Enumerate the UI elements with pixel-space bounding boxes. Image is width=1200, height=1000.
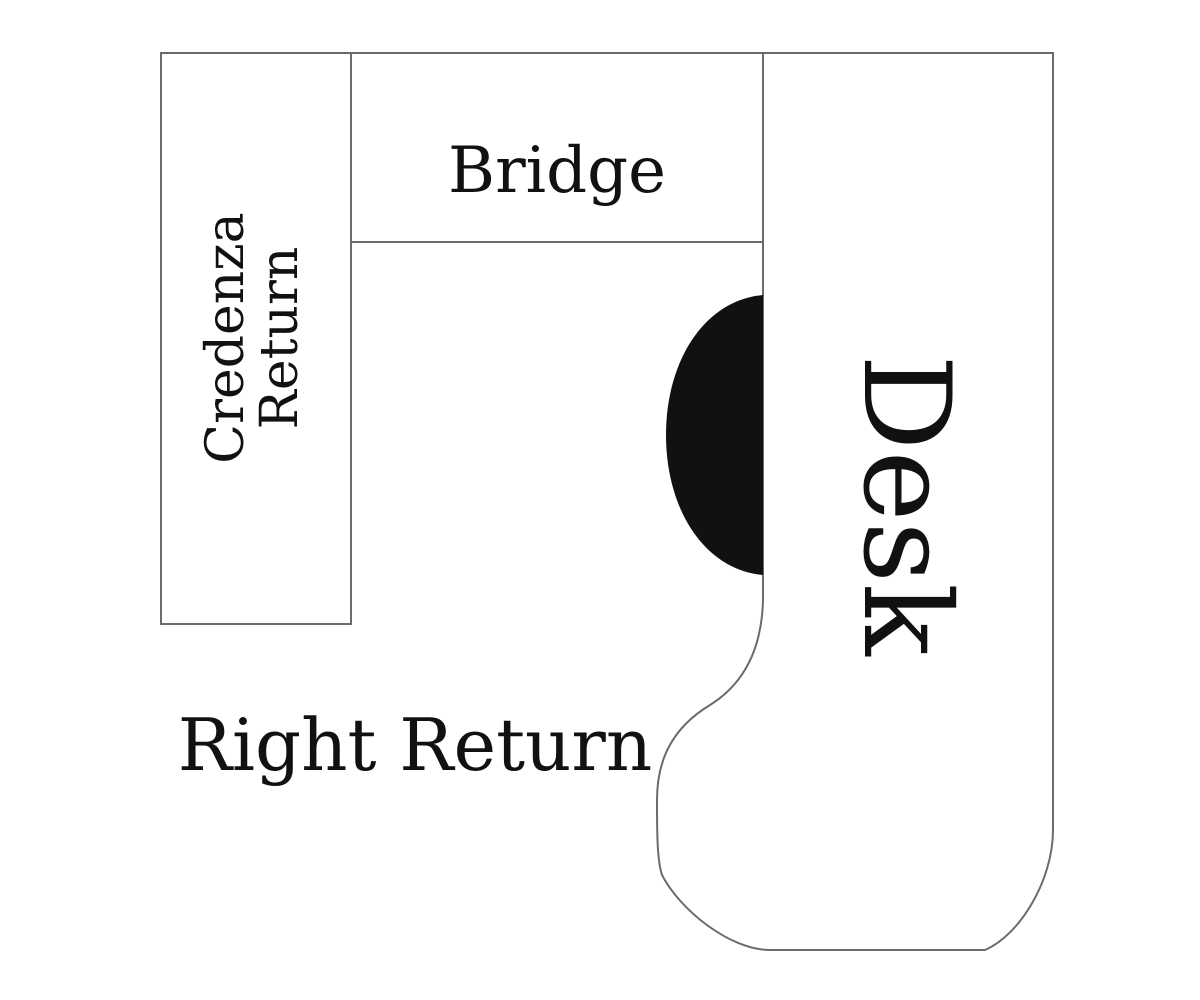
chair-shape <box>666 295 763 575</box>
credenza-label-line1: Credenza <box>196 212 256 463</box>
credenza-return-label: Credenza Return <box>196 212 310 463</box>
desk-label: Desk <box>836 354 975 657</box>
credenza-label-line2: Return <box>250 247 310 430</box>
right-return-label: Right Return <box>178 703 652 787</box>
credenza-return-shape <box>160 52 352 625</box>
bridge-label: Bridge <box>448 134 666 208</box>
desk-shape <box>655 52 1054 951</box>
